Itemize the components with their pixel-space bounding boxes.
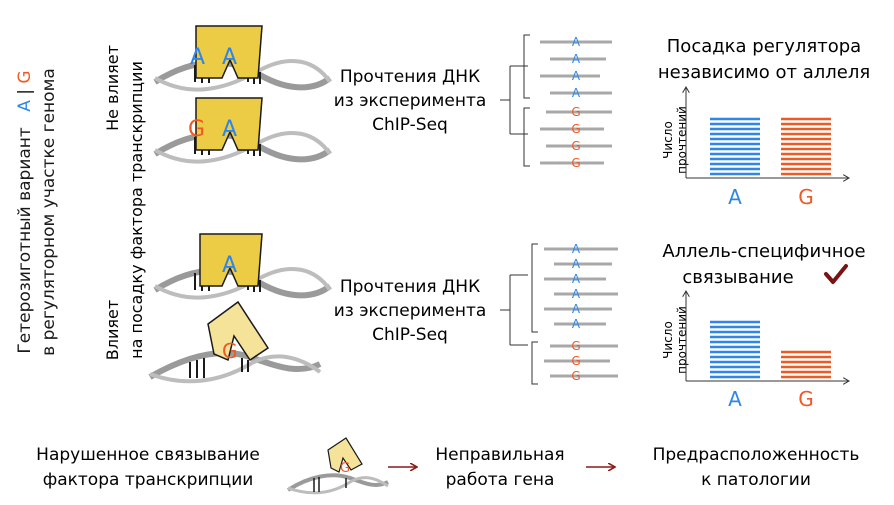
left-label-allele-g: G bbox=[15, 70, 35, 83]
row2-side-label: Влияет на посадку фактора транскрипции bbox=[103, 61, 146, 360]
row2-reads-bracket bbox=[500, 243, 538, 385]
svg-text:Гетерозиготный вариант A: Гетерозиготный вариант A | G bbox=[15, 70, 35, 353]
read-allele-g: G bbox=[571, 339, 580, 353]
bar-label-a: A bbox=[728, 185, 742, 209]
read-allele-a: A bbox=[572, 302, 581, 316]
bar-a bbox=[710, 117, 760, 176]
step1-line1: Нарушенное связывание bbox=[36, 445, 260, 465]
row1-result-heading: Посадка регулятора независимо от аллеля bbox=[658, 36, 870, 83]
checkmark-icon bbox=[824, 264, 848, 284]
upper-snp-allele: A bbox=[190, 45, 205, 70]
reads-line3: ChIP-Seq bbox=[372, 325, 448, 345]
row1-reads-bracket bbox=[500, 34, 530, 167]
step1-line2: фактора транскрипции bbox=[43, 470, 254, 490]
read-allele-g: G bbox=[571, 354, 580, 368]
bar-a bbox=[710, 320, 760, 379]
reads-line1: Прочтения ДНК bbox=[340, 67, 480, 87]
dna-helix bbox=[153, 58, 332, 92]
reads-line2: из эксперимента bbox=[334, 301, 487, 321]
step3-line2: к патологии bbox=[701, 470, 811, 490]
row2-reads-caption: Прочтения ДНК из эксперимента ChIP-Seq bbox=[334, 277, 487, 345]
read-allele-g: G bbox=[571, 156, 580, 170]
row1-side-line1: Не влияет bbox=[103, 45, 122, 131]
bottom-flow: Нарушенное связывание фактора транскрипц… bbox=[36, 437, 860, 495]
y-label-line1: Число bbox=[661, 121, 675, 159]
misfolded-site-allele: G bbox=[222, 339, 238, 363]
bar-g bbox=[781, 117, 831, 176]
y-label-line1: Число bbox=[661, 321, 675, 359]
read-allele-a: A bbox=[572, 52, 581, 66]
tf-bound-shape bbox=[199, 233, 263, 287]
row2-chart: Число прочтений A G bbox=[661, 292, 848, 411]
result-line1: Посадка регулятора bbox=[667, 36, 861, 57]
tf-bound-shape bbox=[195, 25, 263, 79]
tf-site-allele: A bbox=[222, 117, 237, 142]
mini-misfolded-complex: G bbox=[286, 437, 389, 495]
row1-reads-caption: Прочтения ДНК из эксперимента ChIP-Seq bbox=[334, 67, 487, 135]
reads-line1: Прочтения ДНК bbox=[340, 277, 480, 297]
step2-line2: работа гена bbox=[446, 470, 555, 490]
read-allele-a: A bbox=[572, 257, 581, 271]
side-line2: на посадку фактора транскрипции bbox=[127, 61, 146, 359]
read-allele-g: G bbox=[571, 122, 580, 136]
tf-bound-shape bbox=[195, 97, 263, 151]
left-vertical-label: Гетерозиготный вариант A | G в регулятор… bbox=[15, 68, 59, 356]
read-allele-a: A bbox=[572, 272, 581, 286]
tf-misfolded-shape bbox=[207, 300, 270, 362]
step2-line1: Неправильная bbox=[435, 445, 564, 465]
mini-snp-allele: G bbox=[340, 461, 350, 476]
row2-upper-complex: A bbox=[153, 233, 332, 300]
row1-bars bbox=[710, 117, 831, 176]
bar-g bbox=[781, 350, 831, 379]
row1-chart: Число прочтений A G bbox=[661, 88, 848, 209]
row1-lower-complex: G A bbox=[153, 97, 332, 164]
reads-line2: из эксперимента bbox=[334, 91, 487, 111]
read-allele-a: A bbox=[572, 287, 581, 301]
step3-line1: Предрасположенность bbox=[653, 445, 860, 465]
bar-label-g: G bbox=[798, 387, 814, 411]
bar-label-a: A bbox=[728, 387, 742, 411]
row2-side-line1: Влияет bbox=[103, 300, 122, 360]
row2-bars bbox=[710, 320, 831, 379]
read-allele-g: G bbox=[571, 139, 580, 153]
y-label-line2: прочтений bbox=[675, 306, 689, 374]
read-allele-g: G bbox=[571, 369, 580, 383]
left-label-allele-a: A bbox=[15, 100, 35, 112]
left-label-separator: | bbox=[15, 89, 35, 95]
lower-snp-allele: G bbox=[188, 117, 205, 142]
result-line2: независимо от аллеля bbox=[658, 62, 870, 83]
result-line1: Аллель-специфичное bbox=[662, 241, 865, 262]
left-label-line2: в регуляторном участке генома bbox=[39, 68, 59, 356]
read-allele-a: A bbox=[572, 242, 581, 256]
row1-side-label: Не влияет bbox=[103, 45, 122, 131]
y-label-line2: прочтений bbox=[675, 106, 689, 174]
read-allele-g: G bbox=[571, 105, 580, 119]
reads-line3: ChIP-Seq bbox=[372, 115, 448, 135]
row1-upper-complex: A A bbox=[153, 25, 332, 92]
tf-site-allele: A bbox=[222, 253, 237, 278]
row2-lower-complex: G bbox=[148, 300, 322, 384]
read-allele-a: A bbox=[572, 317, 581, 331]
read-allele-a: A bbox=[572, 86, 581, 100]
left-label-line1: Гетерозиготный вариант bbox=[15, 127, 35, 354]
tf-site-allele: A bbox=[222, 45, 237, 70]
read-allele-a: A bbox=[572, 69, 581, 83]
read-allele-a: A bbox=[572, 35, 581, 49]
result-line2: связывание bbox=[682, 267, 793, 288]
row2-result-heading: Аллель-специфичное связывание bbox=[662, 241, 865, 288]
bar-label-g: G bbox=[798, 185, 814, 209]
